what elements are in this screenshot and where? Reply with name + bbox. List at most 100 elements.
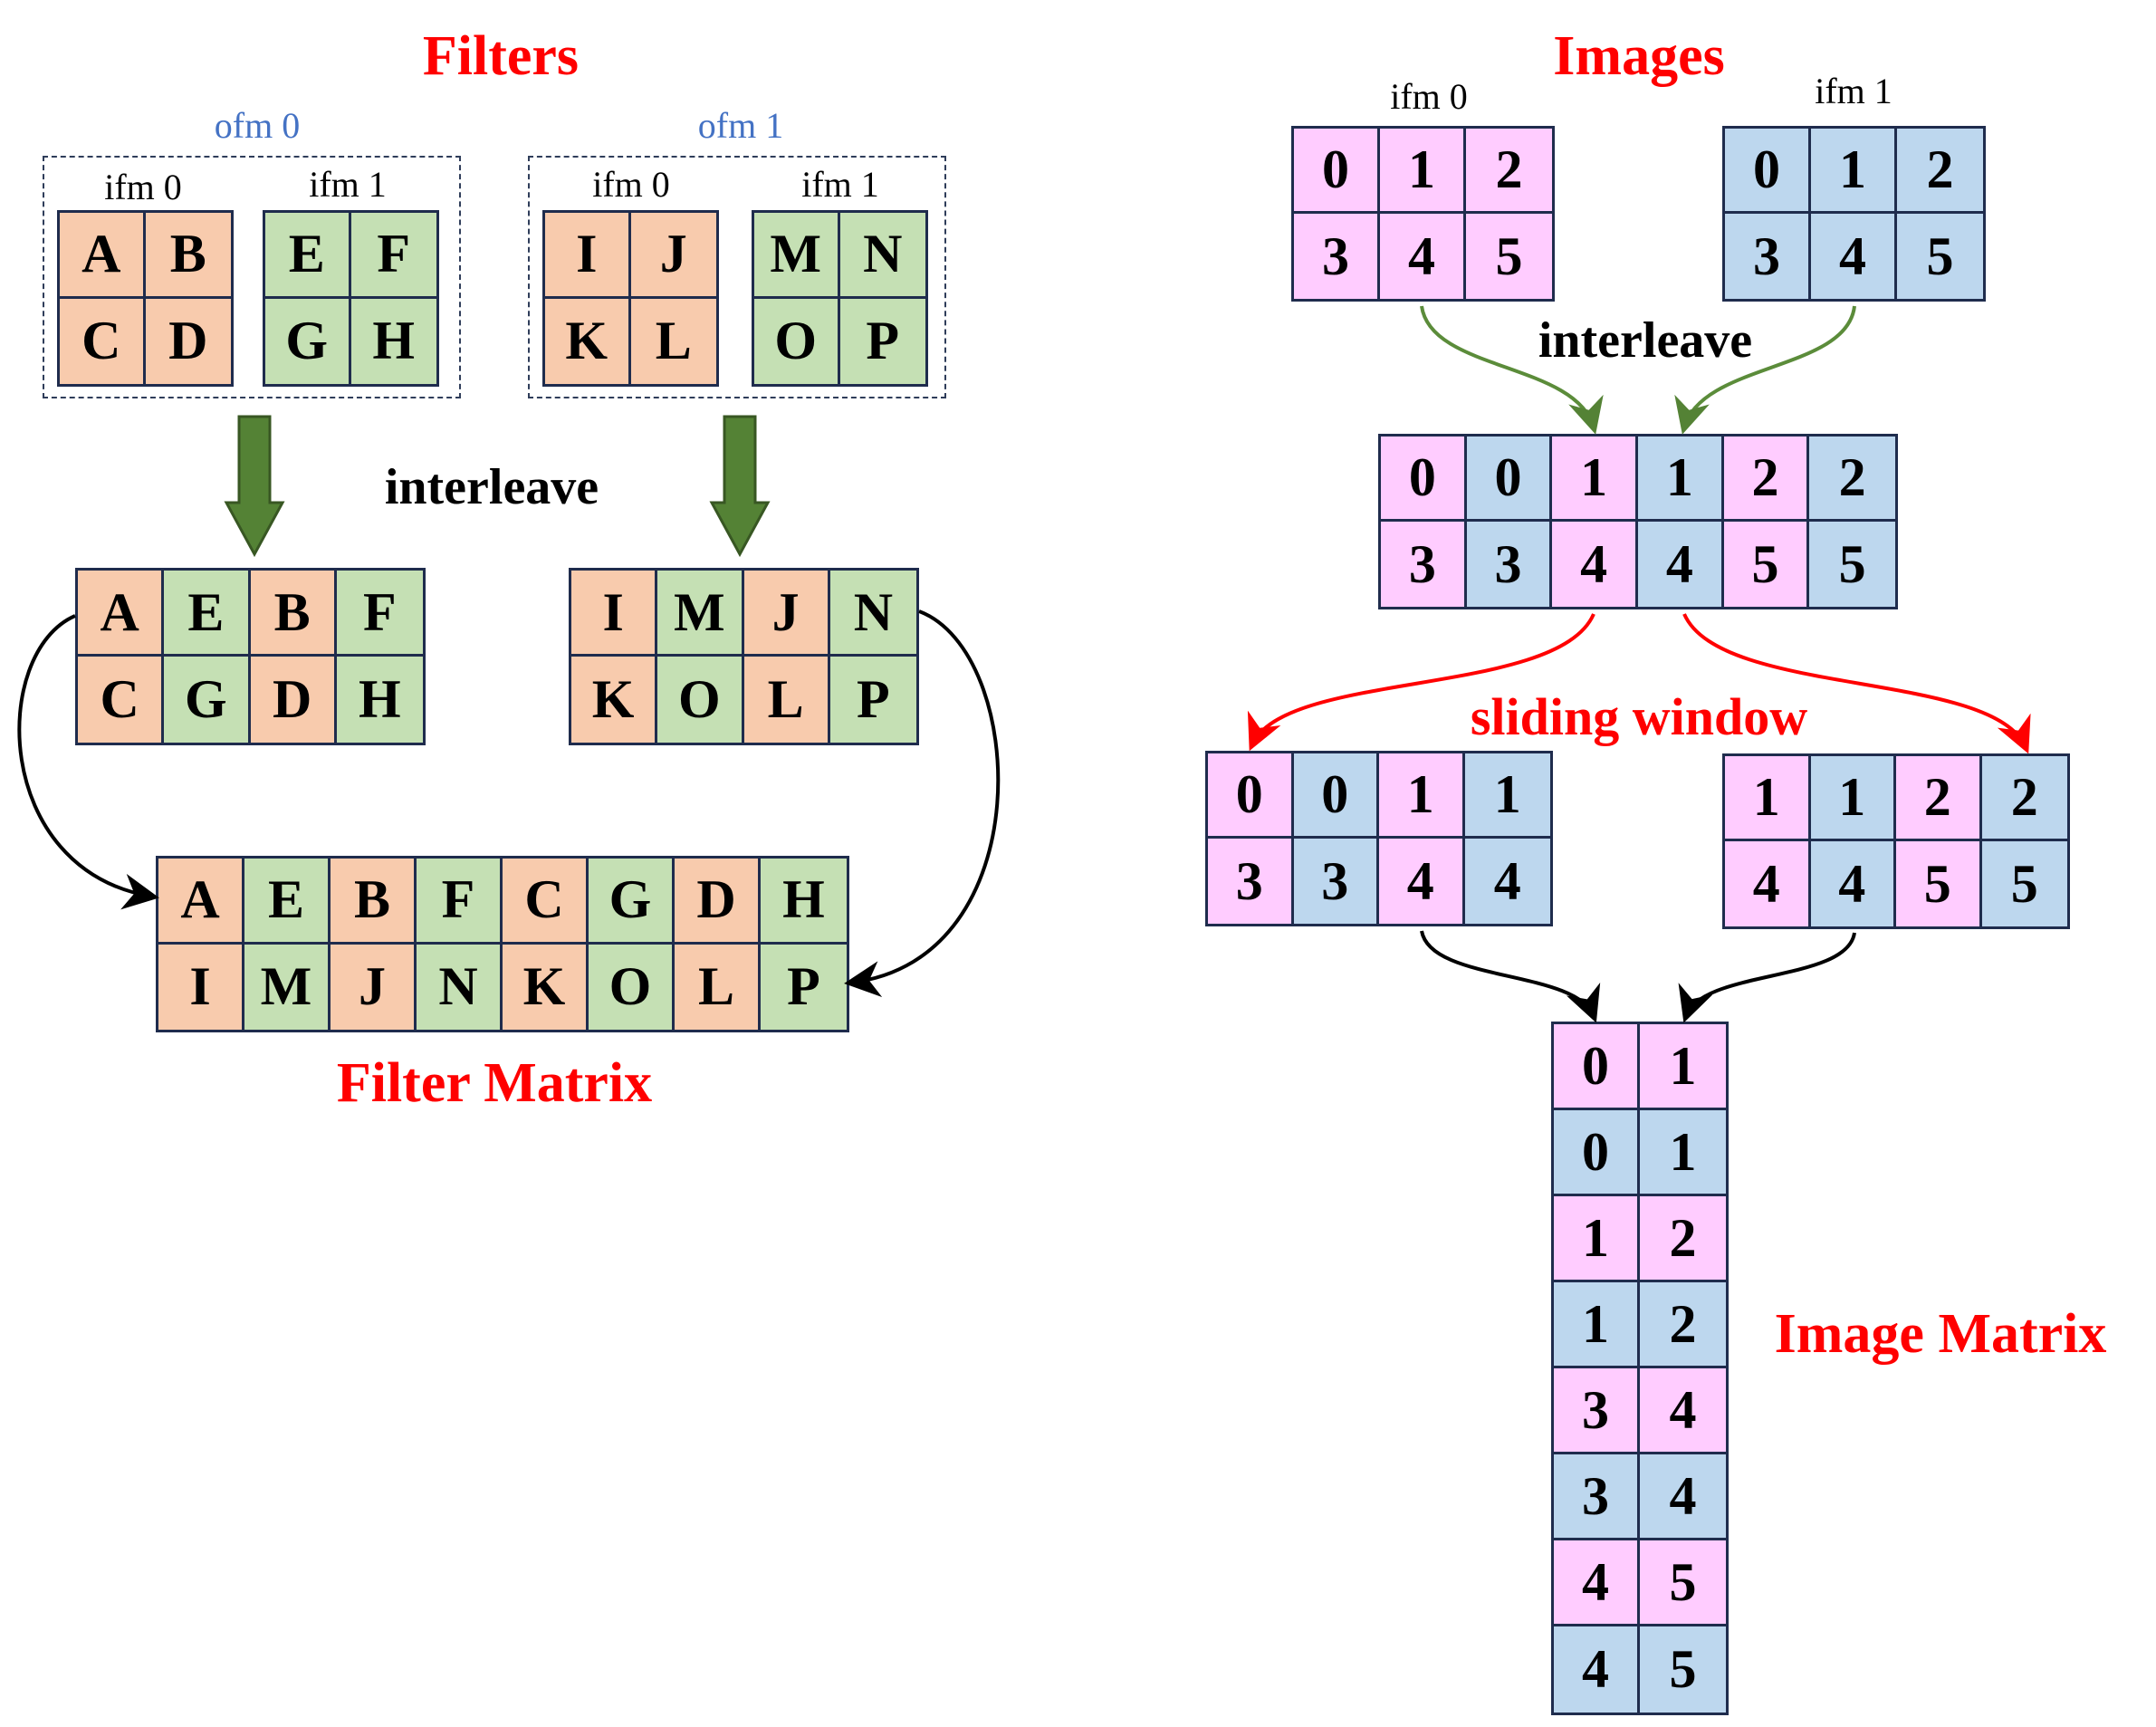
filter-interleaved-ofm0-cell-r0-c3: F	[336, 571, 423, 657]
image-matrix-cell-r1-c0: 0	[1554, 1110, 1640, 1196]
image-interleaved-cell-r0-c4: 2	[1723, 437, 1810, 522]
image-matrix-cell-r4-c0: 3	[1554, 1368, 1640, 1454]
sliding-window-0-cell-r1-c1: 3	[1293, 839, 1379, 924]
filter-ofm1-ifm1-cell-r0-c0: M	[754, 213, 840, 299]
filter-matrix-cell-r0-c6: D	[675, 859, 761, 945]
image-matrix-title: Image Matrix	[1774, 1303, 2107, 1365]
image-interleaved-cell-r1-c5: 5	[1809, 522, 1895, 607]
filter-ofm0-ifm0-cell-r0-c1: B	[145, 213, 231, 299]
image-matrix-cell-r5-c1: 4	[1640, 1454, 1726, 1540]
sliding-window-right-arrow	[1682, 613, 2031, 754]
filter-interleaved-ofm0-cell-r1-c0: C	[78, 657, 165, 743]
image-matrix-cell-r0-c1: 1	[1640, 1024, 1726, 1110]
filters-interleave-down-arrow-right	[709, 415, 771, 558]
sliding-window-1-cell-r1-c2: 5	[1896, 841, 1982, 926]
filter-matrix-cell-r1-c2: J	[331, 944, 417, 1030]
image-ifm0-cell-r1-c2: 5	[1466, 214, 1552, 299]
filter-interleaved-ofm1-cell-r1-c3: P	[829, 657, 916, 743]
image-ifm0-label: ifm 0	[1390, 76, 1468, 117]
filter-interleaved-ofm1-cell-r0-c0: I	[571, 571, 658, 657]
filter-matrix-cell-r1-c7: P	[761, 944, 847, 1030]
filter-ofm0-ifm1-cell-r0-c0: E	[265, 213, 351, 299]
sliding-window-0-cell-r1-c3: 4	[1464, 839, 1550, 924]
filter-matrix-cell-r0-c1: E	[244, 859, 331, 945]
ofm0-label: ofm 0	[214, 105, 301, 146]
filter-matrix-cell-r0-c0: A	[158, 859, 244, 945]
filter-row2-to-matrix-arrow	[844, 609, 1001, 998]
image-ifm0-cell-r1-c1: 4	[1380, 214, 1466, 299]
image-interleaved-cell-r1-c4: 5	[1723, 522, 1810, 607]
sliding-window-0-cell-r0-c1: 0	[1293, 753, 1379, 839]
filter-interleaved-ofm1-cell-r1-c1: O	[657, 657, 744, 743]
sliding-window-0-cell-r1-c2: 4	[1379, 839, 1465, 924]
image-ifm0-interleave-arrow	[1420, 305, 1604, 435]
image-matrix-cell-r4-c1: 4	[1640, 1368, 1726, 1454]
filter-ofm0-ifm1-cell-r1-c1: H	[350, 298, 436, 384]
filter-matrix-cell-r1-c4: K	[503, 944, 589, 1030]
filter-matrix-cell-r1-c0: I	[158, 944, 244, 1030]
filter-matrix-cell-r0-c5: G	[589, 859, 675, 945]
window0-to-image-matrix-arrow	[1420, 930, 1601, 1023]
filter-ofm1-ifm0-cell-r1-c0: K	[545, 298, 631, 384]
filter-interleaved-ofm1-cell-r0-c2: J	[743, 571, 830, 657]
filters-interleave-label: interleave	[384, 459, 599, 515]
image-matrix-cell-r7-c1: 5	[1640, 1626, 1726, 1713]
filter-ofm1-ifm1-cell-r1-c1: P	[839, 298, 925, 384]
ofm1-label: ofm 1	[697, 105, 784, 146]
image-ifm0-cell-r0-c0: 0	[1294, 129, 1380, 214]
image-ifm0-cell-r1-c0: 3	[1294, 214, 1380, 299]
sliding-window-1-cell-r0-c3: 2	[1981, 756, 2067, 841]
image-interleaved-cell-r1-c0: 3	[1381, 522, 1467, 607]
ofm1-dashed-group	[528, 156, 946, 398]
sliding-window-1-cell-r0-c0: 1	[1725, 756, 1811, 841]
sliding-window-0-cell-r0-c0: 0	[1208, 753, 1294, 839]
image-matrix-cell-r5-c0: 3	[1554, 1454, 1640, 1540]
sliding-window-1-cell-r1-c1: 4	[1810, 841, 1896, 926]
sliding-window-0-cell-r0-c3: 1	[1464, 753, 1550, 839]
filter-interleaved-ofm0-cell-r1-c2: D	[250, 657, 337, 743]
filter-ofm1-ifm0-cell-r0-c0: I	[545, 213, 631, 299]
filter-ofm0-ifm0-label: ifm 0	[104, 167, 182, 207]
filter-interleaved-ofm0-cell-r0-c1: E	[164, 571, 251, 657]
filter-interleaved-ofm1-cell-r1-c0: K	[571, 657, 658, 743]
filter-matrix-cell-r0-c7: H	[761, 859, 847, 945]
image-interleaved-cell-r0-c2: 1	[1552, 437, 1638, 522]
filter-interleaved-ofm1-cell-r0-c1: M	[657, 571, 744, 657]
image-matrix-cell-r1-c1: 1	[1640, 1110, 1726, 1196]
filter-interleaved-ofm0-cell-r1-c3: H	[336, 657, 423, 743]
window1-to-image-matrix-arrow	[1678, 932, 1856, 1023]
filter-ofm1-ifm0-cell-r0-c1: J	[630, 213, 716, 299]
filters-title: Filters	[422, 25, 580, 87]
filter-ofm1-ifm1-label: ifm 1	[801, 164, 879, 205]
image-matrix-cell-r7-c0: 4	[1554, 1626, 1640, 1713]
images-interleave-label: interleave	[1538, 312, 1753, 369]
filter-interleaved-ofm1-cell-r1-c2: L	[743, 657, 830, 743]
filter-matrix-cell-r0-c2: B	[331, 859, 417, 945]
sliding-window-label: sliding window	[1470, 687, 1808, 746]
filter-ofm0-ifm0-cell-r1-c0: C	[60, 298, 146, 384]
filters-interleave-down-arrow-left	[224, 415, 285, 558]
image-interleaved-cell-r0-c5: 2	[1809, 437, 1895, 522]
image-ifm1-cell-r1-c2: 5	[1897, 214, 1983, 299]
sliding-window-1-cell-r1-c3: 5	[1981, 841, 2067, 926]
filter-matrix-cell-r1-c6: L	[675, 944, 761, 1030]
image-ifm1-cell-r1-c0: 3	[1725, 214, 1811, 299]
image-ifm1-cell-r0-c1: 1	[1811, 129, 1897, 214]
filter-ofm1-ifm1-cell-r0-c1: N	[839, 213, 925, 299]
image-interleaved-cell-r0-c3: 1	[1637, 437, 1724, 522]
image-matrix-cell-r0-c0: 0	[1554, 1024, 1640, 1110]
image-ifm1-cell-r1-c1: 4	[1811, 214, 1897, 299]
image-ifm1-label: ifm 1	[1815, 71, 1892, 111]
sliding-window-left-arrow	[1248, 613, 1595, 752]
filter-ofm1-ifm0-cell-r1-c1: L	[630, 298, 716, 384]
image-matrix-cell-r6-c0: 4	[1554, 1540, 1640, 1626]
image-ifm0-cell-r0-c1: 1	[1380, 129, 1466, 214]
